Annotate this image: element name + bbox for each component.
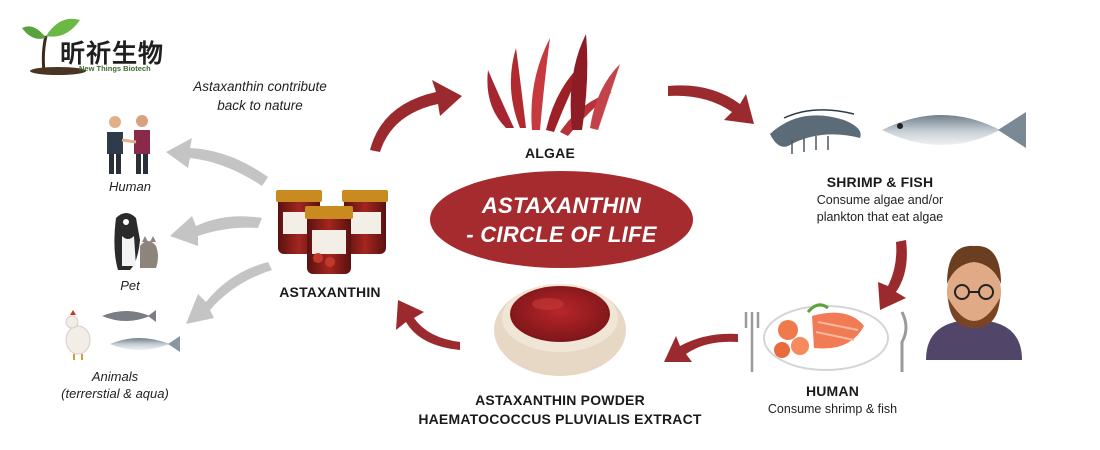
label-powder-line-1: ASTAXANTHIN POWDER xyxy=(475,392,645,408)
logo-chinese-name: 昕祈生物 xyxy=(60,39,165,68)
desc-shrimp-fish-line-2: plankton that eat algae xyxy=(816,210,944,224)
man-portrait-icon xyxy=(926,245,1022,360)
shrimp-fish-icon xyxy=(770,109,1026,154)
sprout-logo-icon xyxy=(22,18,86,75)
note-line-2: back to nature xyxy=(217,98,303,113)
powder-block: ASTAXANTHIN POWDER HAEMATOCOCCUS PLUVIAL… xyxy=(395,391,725,429)
logo-english-name: New Things Biotech xyxy=(79,64,151,73)
label-animals-line-1: Animals xyxy=(91,369,139,384)
label-animals-line-2: (terrerstial & aqua) xyxy=(61,386,169,401)
label-human-consumer: HUMAN xyxy=(805,383,860,399)
center-title-line-2: - CIRCLE OF LIFE xyxy=(466,221,657,247)
algae-icon xyxy=(487,34,620,136)
center-title-line-1: ASTAXANTHIN xyxy=(481,192,642,218)
center-title-oval: ASTAXANTHIN - CIRCLE OF LIFE xyxy=(430,171,693,268)
label-shrimp-fish: SHRIMP & FISH xyxy=(826,174,934,190)
farm-animals-icon xyxy=(65,310,180,360)
return-arrows-icon xyxy=(166,138,272,324)
label-algae: ALGAE xyxy=(525,145,575,161)
shrimp-fish-block: SHRIMP & FISH Consume algae and/or plank… xyxy=(790,174,970,226)
pet-icon xyxy=(114,213,158,270)
contribution-note: Astaxanthin contribute back to nature xyxy=(170,77,350,115)
human-pair-icon xyxy=(107,115,150,174)
label-pet: Pet xyxy=(120,278,140,293)
label-human-beneficiary: Human xyxy=(109,179,151,194)
human-meal-icon xyxy=(744,303,908,372)
desc-human-consumer: Consume shrimp & fish xyxy=(767,402,898,416)
powder-bowl-icon xyxy=(494,284,626,376)
cycle-arrows-icon xyxy=(370,80,907,362)
label-powder-line-2: HAEMATOCOCCUS PLUVIALIS EXTRACT xyxy=(418,411,702,427)
label-animals: Animals (terrerstial & aqua) xyxy=(40,368,190,402)
astaxanthin-jars-icon xyxy=(276,190,388,274)
label-astaxanthin-product: ASTAXANTHIN xyxy=(279,284,381,300)
human-consumer-block: HUMAN Consume shrimp & fish xyxy=(745,383,920,418)
desc-shrimp-fish-line-1: Consume algae and/or xyxy=(816,193,944,207)
note-line-1: Astaxanthin contribute xyxy=(193,79,327,94)
